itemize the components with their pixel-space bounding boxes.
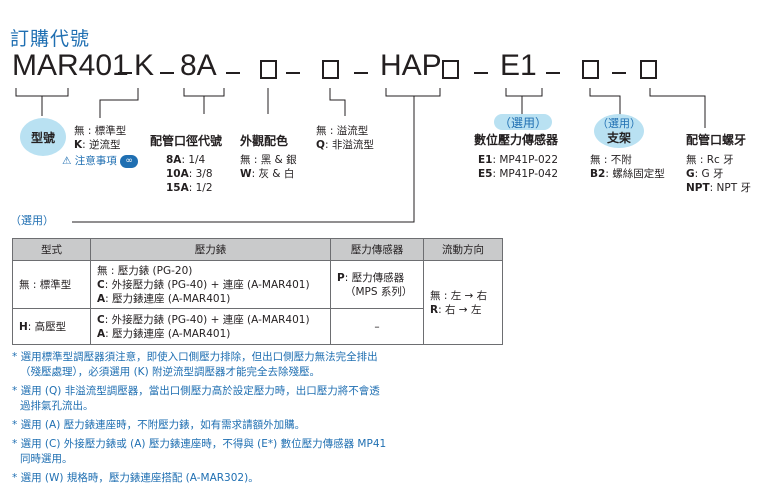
row1-type: 無 : 標準型 [12, 260, 91, 309]
code-size: 8A [180, 49, 217, 82]
sensor-title: 數位壓力傳感器 [474, 133, 559, 147]
row2-sensor: – [330, 308, 424, 345]
thread-none: 無 : Rc 牙 [686, 154, 734, 166]
note-line: * 選用標準型調壓器須注意，即使入口側壓力排除，但出口側壓力無法完全排出 [12, 351, 378, 363]
bracket-title: 支架 [606, 131, 631, 145]
row1-gauge: 無 : 壓力錶 (PG-20) C: 外接壓力錶 (PG-40) + 連座 (A… [90, 260, 331, 309]
note-line: 過排氣孔流出。 [20, 400, 94, 412]
flow-cell: 無 : 左 → 右 R: 右 → 左 [423, 260, 503, 345]
thread-title: 配管口螺牙 [686, 133, 747, 147]
code-dash [226, 72, 240, 74]
code-k: K [134, 49, 155, 82]
bracket-b2: B2: 螺絲固定型 [590, 168, 665, 180]
code-box-color [260, 60, 277, 79]
sensor-option-bubble: （選用） [494, 114, 552, 130]
code-dash [118, 72, 132, 74]
page-title: 訂購代號 [10, 28, 91, 50]
table-row: H: 高壓型 C: 外接壓力錶 (PG-40) + 連座 (A-MAR401) … [12, 308, 503, 345]
notes: * 選用標準型調壓器須注意，即使入口側壓力排除，但出口側壓力無法完全排出 （殘壓… [12, 350, 386, 486]
model-options: 無 : 標準型 K: 逆流型 [74, 124, 126, 152]
table-option-label: （選用） [10, 214, 54, 227]
link-icon[interactable]: ∞ [120, 154, 139, 168]
sensor-e5: E5: MP41P-042 [478, 168, 559, 180]
spec-table: 型式 壓力錶 壓力傳感器 流動方向 無 : 標準型 無 : 壓力錶 (PG-20… [12, 238, 503, 345]
code-dash [160, 72, 174, 74]
code-e1: E1 [500, 49, 537, 82]
note-line: * 選用 (A) 壓力錶連座時，不附壓力錶，如有需求請額外加購。 [12, 419, 306, 431]
model-std: 無 : 標準型 [74, 125, 127, 137]
port-row: 8A: 1/4 [166, 154, 206, 166]
model-bubble: 型號 [20, 118, 66, 156]
sensor-e1: E1: MP41P-022 [478, 154, 559, 166]
code-box-bracket [582, 60, 599, 79]
warning-icon: ⚠ [62, 155, 72, 167]
code-prefix: MAR401 [12, 49, 129, 82]
note-line: 同時選用。 [20, 453, 73, 465]
thread-g: G: G 牙 [686, 168, 724, 180]
overflow-q: Q: 非溢流型 [316, 139, 374, 151]
thread-npt: NPT: NPT 牙 [686, 182, 751, 194]
note-line: （殘壓處理），必須選用 (K) 附逆流型調壓器才能完全去除殘壓。 [20, 366, 321, 378]
bracket-options: 無 : 不附 B2: 螺絲固定型 [590, 153, 665, 181]
table-row: 無 : 標準型 無 : 壓力錶 (PG-20) C: 外接壓力錶 (PG-40)… [12, 260, 503, 345]
note-line: * 選用 (W) 規格時，壓力錶連座搭配 (A-MAR302)。 [12, 472, 259, 484]
header-type: 型式 [12, 238, 91, 261]
row2-gauge: C: 外接壓力錶 (PG-40) + 連座 (A-MAR401) A: 壓力錶連… [90, 308, 331, 345]
model-k: K: 逆流型 [74, 139, 121, 151]
row2-type: H: 高壓型 [12, 308, 91, 345]
note-line: * 選用 (C) 外接壓力錶或 (A) 壓力錶連座時，不得與 (E*) 數位壓力… [12, 438, 387, 450]
row1-sensor: P: 壓力傳感器 （MPS 系列） [330, 260, 424, 309]
code-box-hap [442, 60, 459, 79]
bracket-none: 無 : 不附 [590, 154, 632, 166]
port-title: 配管口徑代號 [150, 134, 223, 148]
bracket-bubble: （選用） 支架 [594, 114, 644, 148]
code-dash [612, 72, 626, 74]
color-w: W: 灰 & 白 [240, 168, 295, 180]
bracket-option: （選用） [597, 117, 641, 130]
color-title: 外觀配色 [240, 134, 289, 148]
overflow-options: 無 : 溢流型 Q: 非溢流型 [316, 124, 374, 152]
header-sensor: 壓力傳感器 [330, 238, 424, 261]
caution-link[interactable]: ⚠ 注意事項 ∞ [62, 154, 139, 168]
overflow-none: 無 : 溢流型 [316, 125, 369, 137]
code-box-overflow [322, 60, 339, 79]
sensor-options: E1: MP41P-022 E5: MP41P-042 [478, 153, 558, 181]
code-hap: HAP [380, 49, 442, 82]
port-list: 8A: 1/4 10A: 3/8 15A: 1/2 [166, 153, 213, 195]
color-options: 無 : 黑 & 銀 W: 灰 & 白 [240, 153, 297, 181]
color-none: 無 : 黑 & 銀 [240, 154, 297, 166]
thread-options: 無 : Rc 牙 G: G 牙 NPT: NPT 牙 [686, 153, 751, 195]
port-row: 10A: 3/8 [166, 168, 213, 180]
code-dash [286, 72, 300, 74]
port-row: 15A: 1/2 [166, 182, 213, 194]
caution-label: 注意事項 [74, 155, 117, 167]
code-dash [474, 72, 488, 74]
header-flow: 流動方向 [423, 238, 503, 261]
code-dash [354, 72, 368, 74]
code-box-thread [640, 60, 657, 79]
code-dash [546, 72, 560, 74]
note-line: * 選用 (Q) 非溢流型調壓器，當出口側壓力高於設定壓力時，出口壓力將不會透 [12, 385, 380, 397]
header-gauge: 壓力錶 [90, 238, 331, 261]
